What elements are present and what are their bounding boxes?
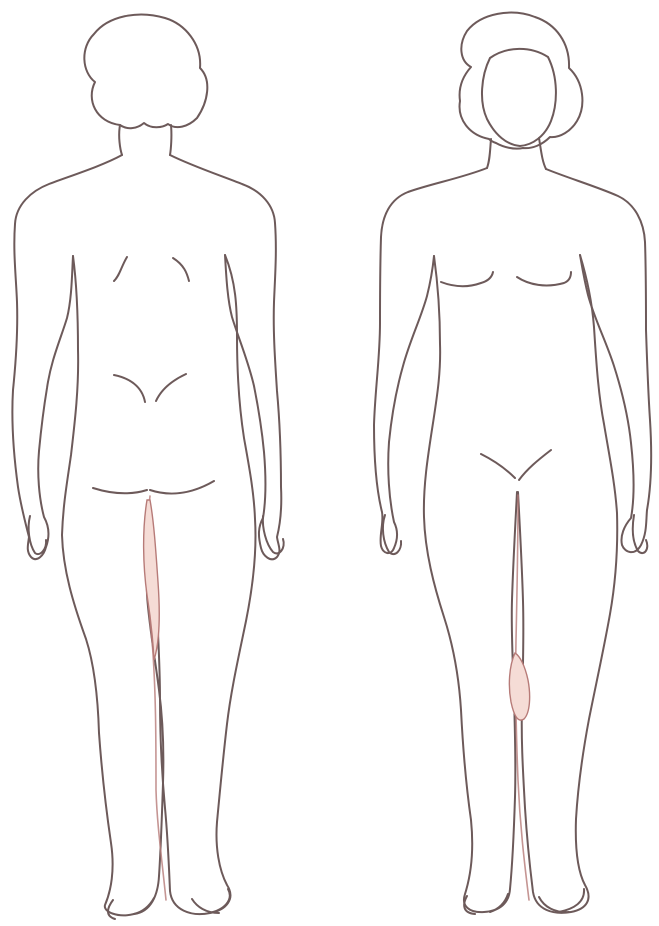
back-buttock-crease (93, 481, 214, 493)
front-face-outline (482, 49, 556, 146)
back-view-figure (12, 15, 283, 919)
front-body-left (374, 168, 487, 553)
front-knee-mark (509, 653, 529, 720)
front-view-outline (374, 13, 651, 913)
back-view-outline (12, 15, 281, 916)
back-hair-outline (84, 15, 207, 129)
front-chest-left (441, 272, 493, 286)
back-shoulder-blade-right (173, 258, 189, 281)
back-head-neck (119, 125, 171, 155)
front-left-hand (383, 515, 401, 554)
front-feet (464, 889, 584, 914)
back-body-right (170, 155, 281, 559)
back-left-hand (29, 516, 46, 554)
front-hair-outline (460, 13, 583, 149)
back-body-left (12, 155, 122, 559)
front-view-figure (374, 13, 651, 914)
back-shoulder-blade-left (114, 257, 127, 281)
front-body-right (546, 169, 651, 552)
front-groin (481, 450, 551, 480)
front-chest-right (517, 272, 571, 285)
back-waist-line (114, 374, 186, 402)
